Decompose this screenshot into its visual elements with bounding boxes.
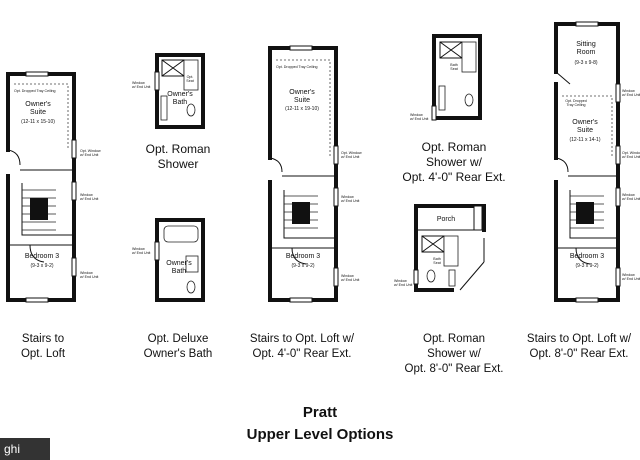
caption-deluxe-bath: Opt. Deluxe Owner's Bath xyxy=(143,333,213,360)
bedroom-dim: (9-3 x 9-2) xyxy=(575,263,598,269)
plan-subtitle: Upper Level Options xyxy=(246,426,394,443)
caption-roman-8ft: Opt. Roman Shower w/ Opt. 8'-0" Rear Ext… xyxy=(404,333,504,375)
seat-note: Opt.Seat xyxy=(186,75,193,83)
caption-loft-4ft: Stairs to Opt. Loft w/ Opt. 4'-0" Rear E… xyxy=(249,333,355,360)
bedroom-dim: (9-3 x 9-2) xyxy=(30,263,53,269)
suite-dim: (12-11 x 14-1) xyxy=(569,137,600,143)
ceiling-note: Opt. Dropped Tray Ceiling xyxy=(276,65,318,69)
label-roman-shower: Opt. Roman Shower xyxy=(145,142,211,171)
caption-loft-8ft: Stairs to Opt. Loft w/ Opt. 8'-0" Rear E… xyxy=(526,333,632,360)
stair-opening xyxy=(292,202,310,224)
sitting-room-dim: (9-3 x 9-8) xyxy=(574,60,597,66)
plan-title: Pratt xyxy=(302,404,338,421)
caption-stairs-to-loft: Stairs to Opt. Loft xyxy=(20,333,66,360)
watermark-badge: ghi xyxy=(0,438,50,460)
bedroom-dim: (9-3 x 9-2) xyxy=(291,263,314,269)
ceiling-note: Opt. Dropped Tray Ceiling xyxy=(14,89,56,93)
label-roman-4ft: Opt. Roman Shower w/ Opt. 4'-0" Rear Ext… xyxy=(402,140,506,184)
bedroom-label: Bedroom 3 xyxy=(286,253,320,260)
suite-dim: (12-11 x 19-10) xyxy=(285,106,319,112)
bedroom-label: Bedroom 3 xyxy=(570,253,604,260)
stair-opening xyxy=(30,198,48,220)
porch-label: Porch xyxy=(437,216,455,223)
bedroom-label: Bedroom 3 xyxy=(25,253,59,260)
suite-dim: (12-11 x 15-10) xyxy=(21,119,55,125)
stair-opening xyxy=(576,202,594,224)
